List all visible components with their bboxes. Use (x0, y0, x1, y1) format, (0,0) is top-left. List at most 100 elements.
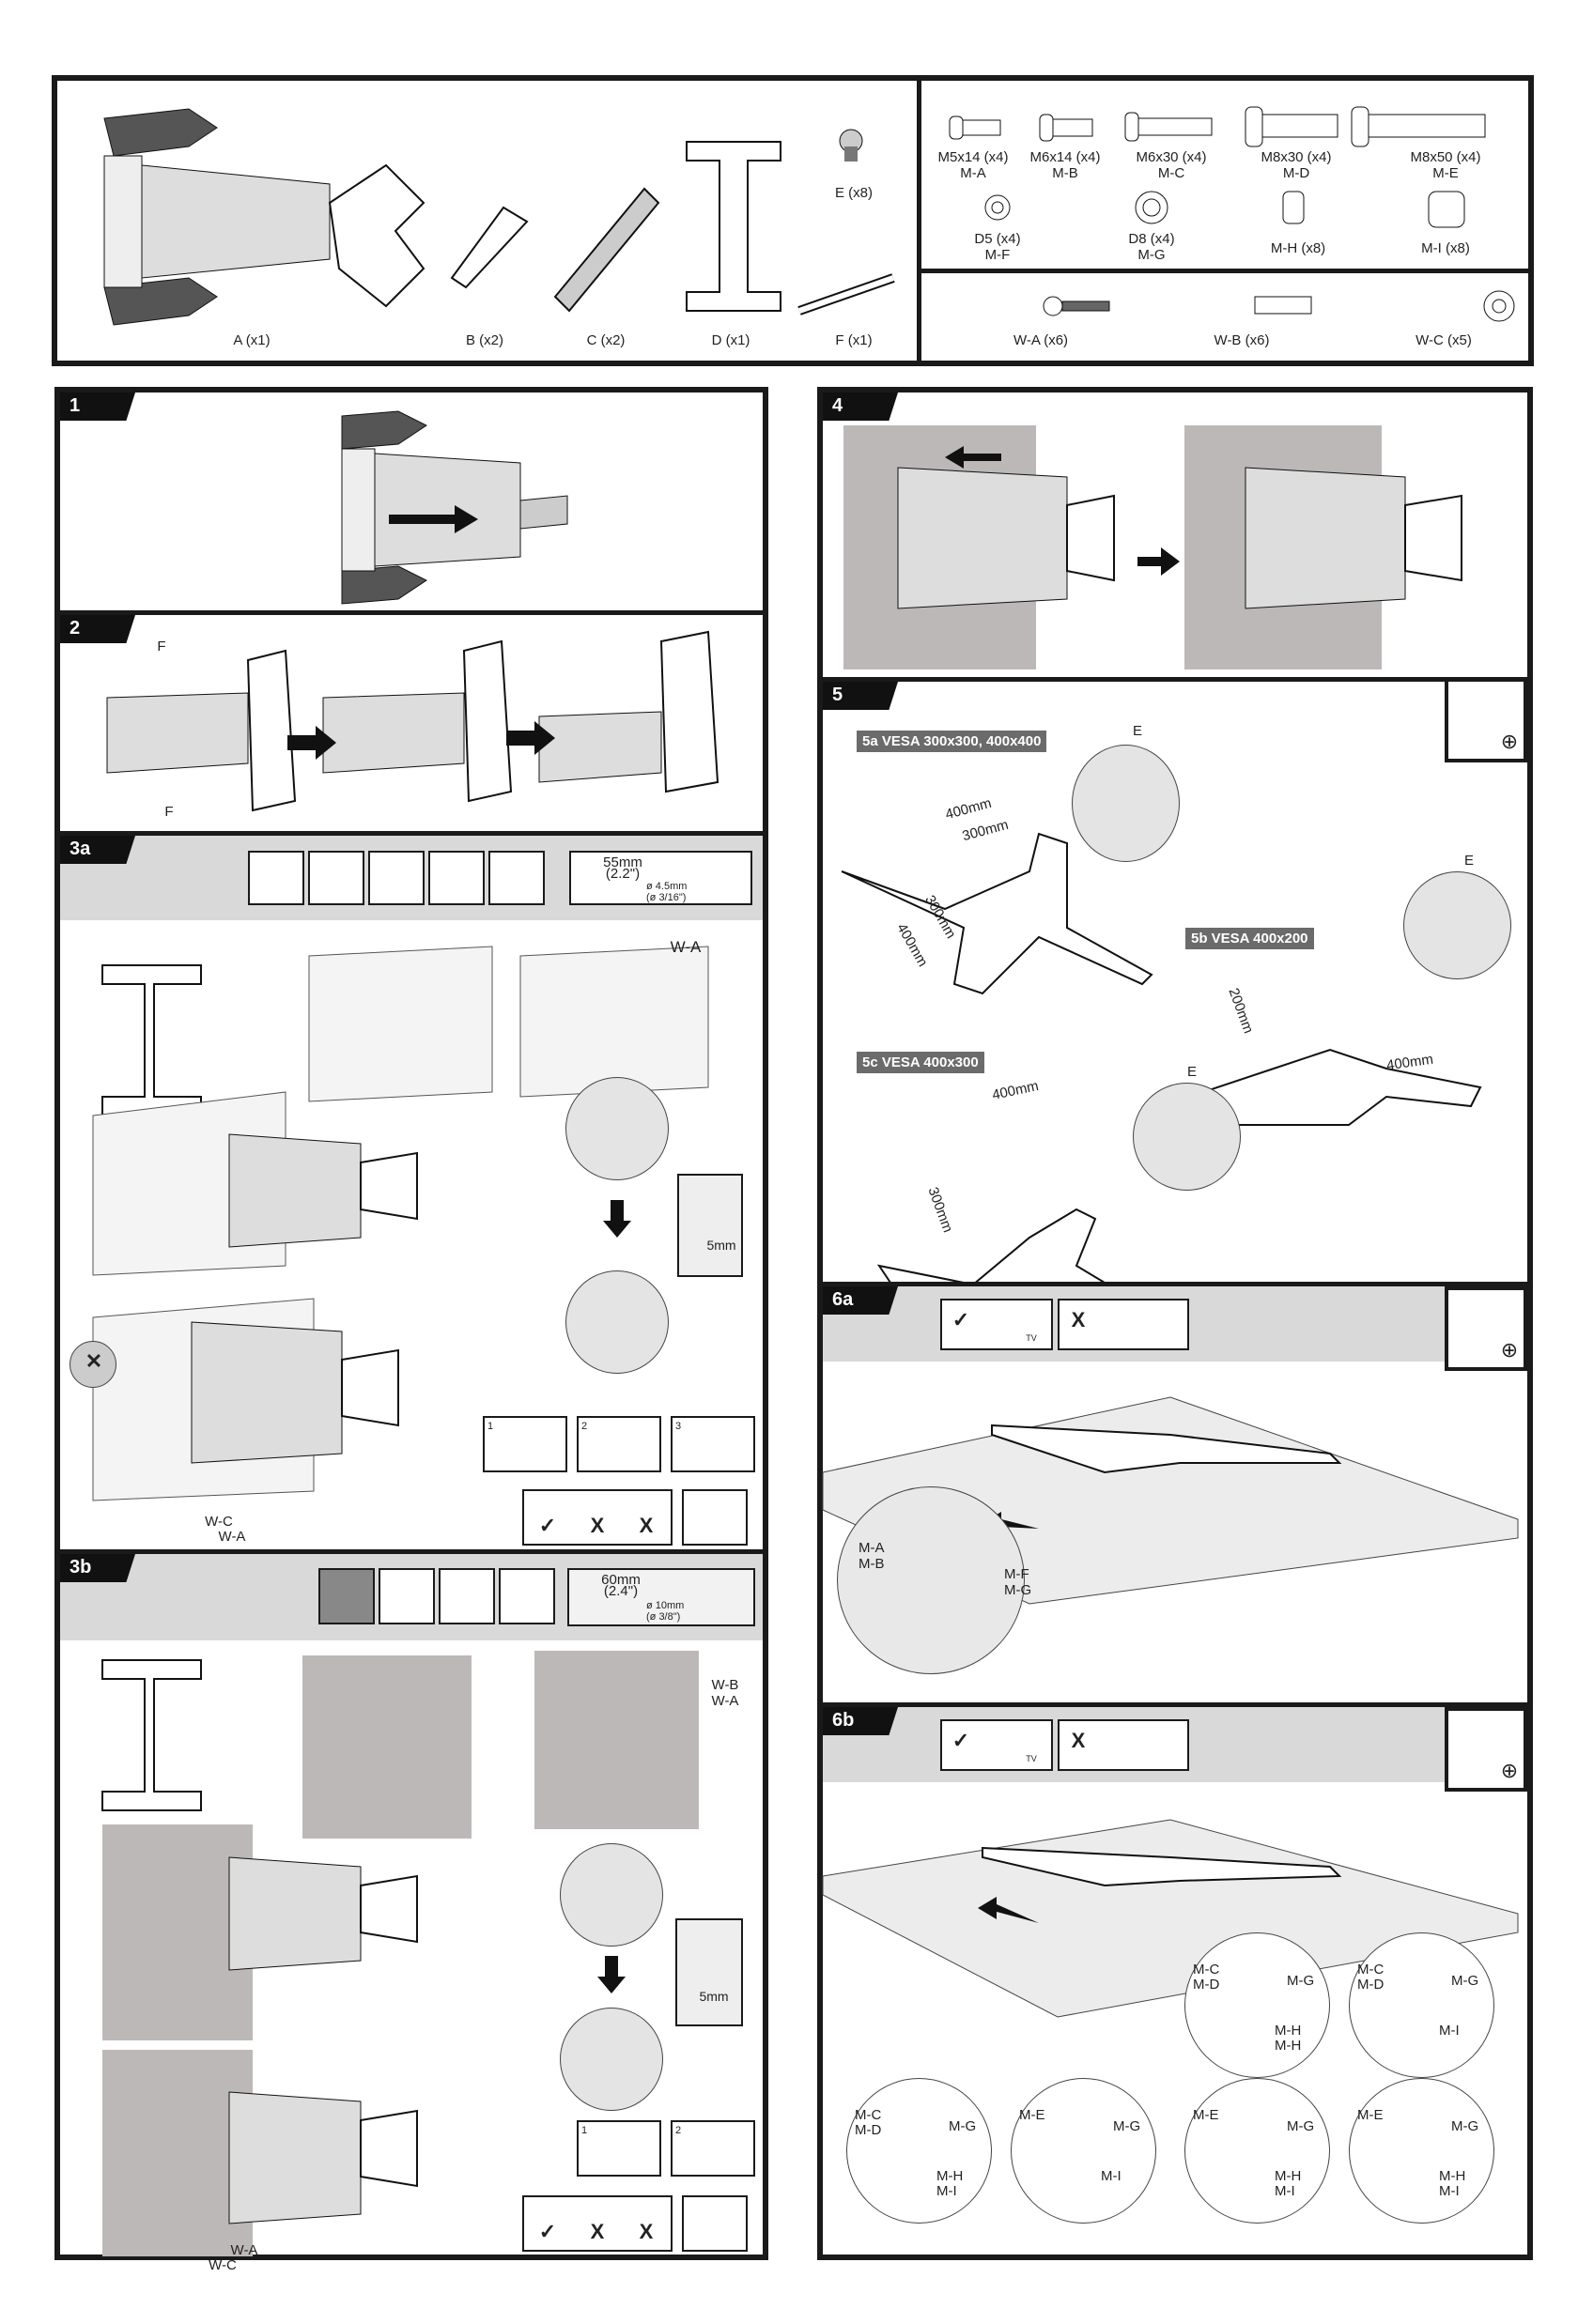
detail-circle (565, 1077, 669, 1180)
drill-icon (488, 851, 545, 905)
level-check-box: ✓ X X (522, 1489, 673, 1546)
part-label: D8 (x4)M-G (1128, 231, 1175, 263)
part-label: M-H (x8) (1270, 240, 1326, 256)
divider (60, 610, 765, 615)
vesa-5a-tag: 5a VESA 300x300, 400x400 (857, 731, 1047, 752)
no-washer-icon: ✕ (70, 1341, 116, 1388)
label-wc: W-C (209, 2257, 237, 2273)
drill-screwdriver-icon (682, 2195, 748, 2252)
phillips-screwdriver-icon: ⊕ (1445, 1707, 1527, 1792)
wall-arm-illustration (103, 108, 425, 326)
drill-depth-in: (2.4") (603, 1583, 639, 1599)
part-code-label: M-I (1439, 2023, 1460, 2039)
concrete-wall (302, 1655, 472, 1839)
part-code-label: M-C (855, 2107, 882, 2123)
step-number: 6a (823, 1286, 898, 1315)
left-column: 1 2 F F 3a 55mm (2.2") ø 4.5mm (ø 3/16")… (54, 387, 768, 2273)
part-label: M6x14 (x4)M-B (1029, 149, 1101, 181)
part-code-label: M-H (1275, 2038, 1302, 2054)
label-mf: M-F (1004, 1566, 1029, 1582)
gap-label: 5mm (706, 1238, 736, 1253)
detail-circle (560, 1843, 663, 1947)
part-code-label: M-I (936, 2183, 957, 2199)
arrow-down-icon (603, 1200, 631, 1238)
label-ma: M-A (859, 1540, 885, 1556)
phillips-screwdriver-icon: ⊕ (1445, 1286, 1527, 1371)
step-number: 2 (60, 615, 135, 643)
concrete-wall (102, 2050, 253, 2256)
wrench-illustration (797, 273, 895, 316)
step3a-illustration (92, 946, 709, 1501)
check-step-1: 1 (483, 1416, 567, 1472)
divider (60, 831, 765, 836)
pencil-icon (428, 851, 485, 905)
correct-spacer-box: ✓TV (940, 1719, 1053, 1771)
step-number: 6b (823, 1707, 898, 1735)
part-label: C (x2) (586, 332, 626, 348)
right-column: 4 5 ⊕ 5a VESA 300x300, 400x400 5b VESA 4… (817, 387, 1533, 2260)
drill-depth: 55mm (603, 854, 642, 870)
label-wa: W-A (230, 2242, 258, 2258)
label-e: E (1186, 1064, 1198, 1080)
wall-hardware-illustration (1043, 290, 1515, 322)
screwdriver-icon (379, 1568, 435, 1624)
divider (823, 1282, 1529, 1286)
step-number: 3b (60, 1554, 135, 1582)
detail-circle (565, 1270, 669, 1374)
drill-diameter: ø 10mm (646, 1600, 685, 1611)
part-code-label: M-G (1287, 2118, 1315, 2134)
part-label: B (x2) (465, 332, 504, 348)
parts-list: M5x14 (x4)M-A M6x14 (x4)M-B M6x30 (x4)M-… (52, 75, 1534, 366)
drill-diameter-in: (ø 3/16") (646, 892, 687, 903)
level-icon (308, 851, 364, 905)
part-code-label: M-E (1357, 2107, 1384, 2123)
part-label: W-B (x6) (1214, 332, 1270, 348)
divider (917, 81, 921, 362)
part-code-label: M-I (1275, 2183, 1295, 2199)
detail-circle (560, 2008, 663, 2111)
concrete-wall-icon (318, 1568, 375, 1624)
part-label: D5 (x4)M-F (974, 231, 1021, 263)
part-label: M-I (x8) (1421, 240, 1470, 256)
phillips-screwdriver-icon: ⊕ (1445, 678, 1527, 762)
part-label: D (x1) (711, 332, 750, 348)
part-code-label: M-I (1101, 2168, 1122, 2184)
drill-icon (499, 1568, 555, 1624)
part-label: F (x1) (835, 332, 873, 348)
part-code-label: M-H (1275, 2023, 1302, 2039)
check-step-3: 3 (671, 1416, 755, 1472)
divider (823, 1702, 1529, 1707)
pencil-icon (439, 1568, 495, 1624)
screwdriver-icon (368, 851, 425, 905)
step6b-tv-illustration (822, 1819, 1519, 2018)
part-label: A (x1) (233, 332, 271, 348)
part-label: M8x30 (x4)M-D (1261, 149, 1332, 181)
check-step-2: 2 (671, 2120, 755, 2177)
step1-illustration (341, 410, 568, 605)
part-code-label: M-E (1019, 2107, 1045, 2123)
label-f: F (164, 804, 174, 820)
detail-circle (837, 1486, 1025, 1674)
vesa-5b-tag: 5b VESA 400x200 (1185, 928, 1314, 949)
concrete-wall (534, 1651, 699, 1829)
detail-circle (1072, 745, 1180, 862)
part-label: M5x14 (x4)M-A (937, 149, 1009, 181)
part-code-label: M-E (1193, 2107, 1219, 2123)
gap-label: 5mm (699, 1989, 729, 2004)
step4-illustration (897, 446, 1462, 609)
bracket-b-illustration (450, 206, 529, 289)
label-mg: M-G (1004, 1582, 1032, 1598)
level-check-box: ✓ X X (522, 2195, 673, 2252)
part-label: E (x8) (834, 185, 874, 201)
detail-circle (1133, 1083, 1241, 1191)
label-wb: W-B (711, 1677, 739, 1693)
part-code-label: M-G (1451, 1973, 1479, 1989)
correct-spacer-box: ✓TV (940, 1299, 1053, 1350)
stud-finder-icon (248, 851, 304, 905)
step-number: 5 (823, 682, 898, 710)
